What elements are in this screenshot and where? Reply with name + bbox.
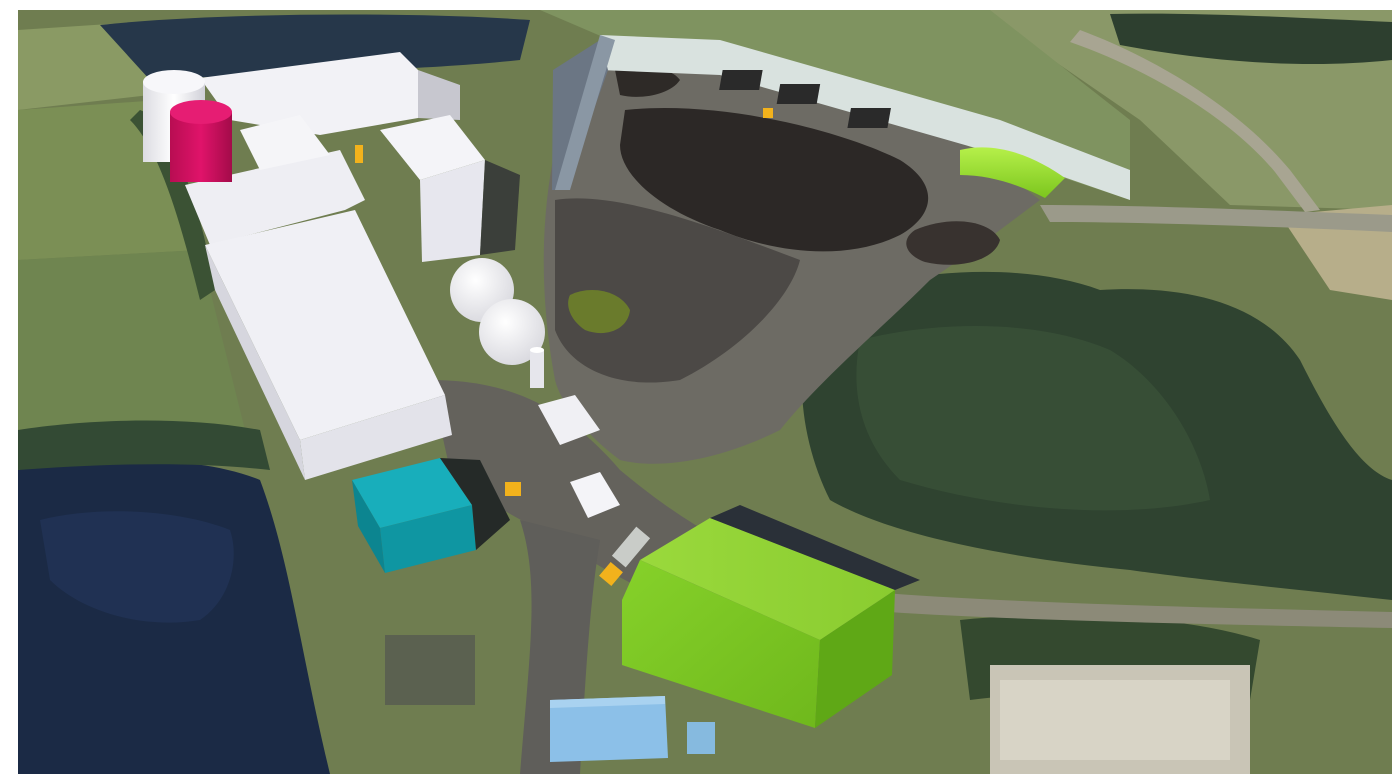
parking-lot-paving (1000, 680, 1230, 760)
lake-highlight (40, 511, 234, 623)
pink-silo-top (170, 100, 232, 124)
lightblue-building (550, 696, 668, 762)
forest-top-right (1110, 13, 1392, 65)
field-top-left (18, 22, 150, 110)
tower-block-roof (380, 115, 485, 180)
pond-top (100, 14, 530, 81)
bunker-1 (719, 70, 763, 90)
teal-building-shadow (440, 458, 510, 550)
yard-dark-patch (555, 198, 800, 383)
lime-hall-roof (640, 518, 895, 640)
compost-pile-main (620, 108, 929, 252)
lime-hall (622, 505, 920, 728)
silos (143, 70, 232, 182)
white-silo-top (143, 70, 205, 94)
loader-3 (763, 108, 773, 118)
teal-building-front (380, 505, 476, 573)
gas-stack (530, 350, 544, 388)
teal-building (352, 458, 510, 573)
building-top-shadow (418, 70, 460, 120)
lightblue-building-top (550, 696, 665, 708)
loader-2 (355, 145, 363, 163)
long-hall-side (205, 245, 305, 480)
building-middle-upper (240, 115, 330, 170)
tower-block-shadow (480, 160, 520, 255)
tower-block-front (420, 160, 485, 262)
road-east-lower (760, 580, 1392, 628)
bunker-3 (847, 108, 891, 128)
loader-1 (505, 482, 521, 496)
white-shed-2 (570, 472, 620, 518)
lime-tunnel-hall (960, 147, 1065, 198)
white-shed-1 (538, 395, 600, 445)
field-left-lower (18, 250, 245, 450)
lime-hall-side (815, 590, 895, 728)
building-middle-roof (185, 150, 365, 245)
long-hall-roof (205, 210, 445, 440)
forest-right-texture (856, 326, 1210, 511)
teal-building-side (352, 480, 385, 573)
digester-domes (450, 258, 545, 388)
truck-trailer (611, 526, 651, 568)
teal-building-roof (352, 458, 472, 528)
gas-stack-top (530, 347, 544, 353)
compost-windrow (615, 67, 680, 97)
track-top-right (1070, 30, 1320, 212)
lightblue-annex (687, 722, 715, 754)
road-east (1040, 205, 1392, 232)
bunker-2 (776, 84, 821, 104)
long-hall-front (300, 395, 452, 480)
basin-area (385, 635, 475, 705)
vehicles (355, 108, 773, 587)
building-top-roof (200, 52, 418, 135)
greenhouse-wall-west-top (555, 35, 615, 190)
lime-hall-front (622, 560, 820, 728)
lime-hall-shadow (710, 505, 920, 590)
white-building-complex (185, 52, 520, 480)
green-waste-pile (568, 290, 630, 334)
truck-cab (599, 561, 623, 587)
dome-2 (479, 299, 545, 365)
tree-line-left (130, 110, 215, 300)
forest-strip-left (18, 420, 270, 470)
compost-pile-small (906, 221, 1000, 265)
